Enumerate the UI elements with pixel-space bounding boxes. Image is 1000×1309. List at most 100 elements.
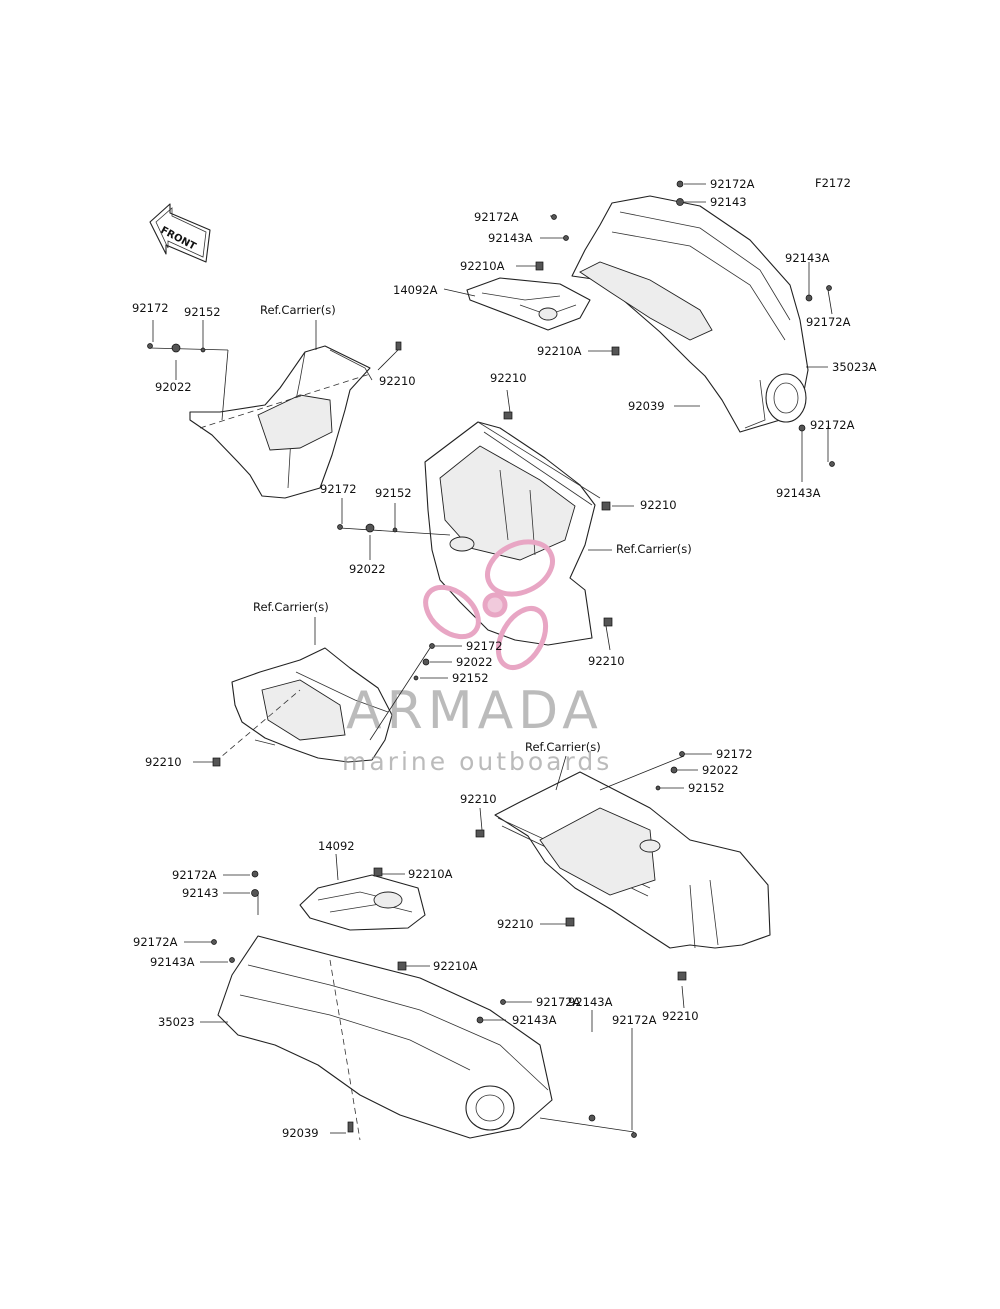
part-label: 92143A: [568, 995, 613, 1009]
bolt-icon: [147, 343, 153, 349]
bolt-icon: [337, 524, 343, 530]
washer-icon: [798, 424, 806, 432]
part-label: Ref.Carrier(s): [525, 740, 601, 754]
part-label: 92210: [460, 792, 497, 806]
clip-icon: [212, 757, 221, 767]
part-label: 14092: [318, 839, 355, 853]
part-label: 92143A: [776, 486, 821, 500]
front-cover-35023a: [571, 195, 809, 433]
washer-icon: [365, 523, 375, 533]
part-label: 92172: [320, 482, 357, 496]
clip-icon: [395, 341, 402, 351]
part-label: 92210: [662, 1009, 699, 1023]
guard-14092: [299, 874, 426, 931]
nut-icon: [392, 527, 398, 533]
part-label: 92143: [710, 195, 747, 209]
figure-code: F2172: [815, 176, 851, 190]
clip-icon: [603, 617, 613, 627]
part-label: 92210A: [433, 959, 478, 973]
washer-icon: [171, 343, 181, 353]
part-label: 92143A: [488, 231, 533, 245]
clip-icon: [503, 411, 513, 420]
nut-icon: [413, 675, 419, 681]
part-label: 92172A: [710, 177, 755, 191]
nut-icon: [200, 347, 206, 353]
part-label: 92210: [640, 498, 677, 512]
part-label: 92172A: [172, 868, 217, 882]
washer-icon: [670, 766, 678, 774]
bolt-icon: [829, 461, 835, 467]
part-label: 92210A: [408, 867, 453, 881]
part-label: 92022: [456, 655, 493, 669]
washer-icon: [229, 957, 235, 963]
part-label: 92210: [145, 755, 182, 769]
watermark-title: ARMADA: [346, 681, 603, 741]
guard-14092a: [466, 277, 591, 331]
part-label: 35023: [158, 1015, 195, 1029]
part-label: 92210: [588, 654, 625, 668]
carrier-cover-lower-left: [214, 647, 393, 763]
bolt-icon: [500, 999, 506, 1005]
part-label: Ref.Carrier(s): [260, 303, 336, 317]
clip-icon: [397, 961, 407, 971]
washer-icon: [805, 294, 813, 302]
part-label: 92210A: [537, 344, 582, 358]
part-label: Ref.Carrier(s): [253, 600, 329, 614]
part-label: 92152: [452, 671, 489, 685]
clip-icon: [611, 346, 620, 356]
part-label: 92172A: [133, 935, 178, 949]
part-label: 92022: [702, 763, 739, 777]
washer-icon: [422, 658, 430, 666]
part-label: 92039: [282, 1126, 319, 1140]
part-label: 92172A: [612, 1013, 657, 1027]
clip-icon: [677, 971, 687, 981]
part-label: 92022: [349, 562, 386, 576]
bolt-icon: [251, 870, 259, 878]
washer-icon: [563, 235, 569, 241]
bolt-icon: [631, 1132, 637, 1138]
part-labels: F2172 92172A 92143 92172A 92143A 92210A …: [132, 176, 877, 1140]
part-label: 92143: [182, 886, 219, 900]
clip-icon: [565, 917, 575, 927]
washer-icon: [588, 1114, 596, 1122]
bolt-icon: [429, 643, 435, 649]
part-label: Ref.Carrier(s): [616, 542, 692, 556]
carrier-cover-middle: [424, 421, 601, 646]
clip-icon: [373, 867, 383, 877]
part-label: 92172A: [806, 315, 851, 329]
armada-propeller-logo-icon: [423, 539, 555, 670]
washer-icon: [251, 889, 259, 897]
part-label: 92143A: [512, 1013, 557, 1027]
clip-icon: [535, 261, 544, 271]
part-label: 92210A: [460, 259, 505, 273]
part-label: 92152: [375, 486, 412, 500]
part-label: 92210: [490, 371, 527, 385]
bolt-icon: [551, 214, 557, 220]
part-label: 92172: [466, 639, 503, 653]
part-label: 92172A: [536, 995, 581, 1009]
front-cover-35023: [217, 935, 553, 1141]
part-label: 92210: [379, 374, 416, 388]
part-label: 35023A: [832, 360, 877, 374]
fastener-markers: [147, 180, 835, 1138]
washer-icon: [476, 1016, 484, 1024]
carrier-cover-upper-left: [189, 345, 373, 499]
part-label: 14092A: [393, 283, 438, 297]
bolt-icon: [679, 751, 685, 757]
washer-icon: [676, 198, 684, 206]
bolt-icon: [826, 285, 832, 291]
clip-icon: [601, 501, 611, 511]
watermark: ARMADA marine outboards: [342, 539, 609, 776]
clip-icon: [475, 829, 485, 838]
part-label: 92172: [716, 747, 753, 761]
leader-lines: [149, 183, 833, 1134]
clip-icon: [347, 1121, 354, 1133]
part-label: 92143A: [150, 955, 195, 969]
part-label: 92152: [184, 305, 221, 319]
bolt-icon: [211, 939, 217, 945]
bolt-icon: [676, 180, 684, 188]
part-label: 92210: [497, 917, 534, 931]
part-label: 92172A: [810, 418, 855, 432]
